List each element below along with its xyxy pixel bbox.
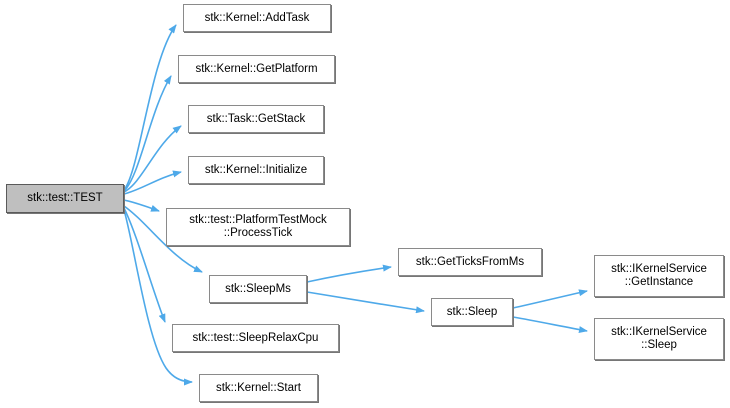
graph-node-process_tick[interactable]: stk::test::PlatformTestMock ::ProcessTic… xyxy=(166,208,350,246)
graph-node-sleep[interactable]: stk::Sleep xyxy=(431,298,513,326)
graph-node-label: stk::test::PlatformTestMock ::ProcessTic… xyxy=(189,214,327,239)
graph-node-initialize[interactable]: stk::Kernel::Initialize xyxy=(188,156,324,184)
graph-node-label: stk::Kernel::GetPlatform xyxy=(195,62,318,75)
graph-node-label: stk::test::TEST xyxy=(27,192,103,204)
call-edge-sleep_ms-to-sleep xyxy=(306,291,425,314)
graph-node-svc_sleep[interactable]: stk::IKernelService ::Sleep xyxy=(594,318,724,360)
graph-node-label: stk::GetTicksFromMs xyxy=(415,255,525,268)
graph-node-label: stk::Kernel::AddTask xyxy=(204,11,310,24)
graph-node-label: stk::Kernel::Start xyxy=(215,381,301,394)
graph-node-sleep_relax_cpu[interactable]: stk::test::SleepRelaxCpu xyxy=(172,324,339,352)
call-edge-root-to-sleep_ms xyxy=(123,205,203,273)
call-edge-root-to-process_tick xyxy=(123,199,160,212)
graph-node-get_platform[interactable]: stk::Kernel::GetPlatform xyxy=(178,55,335,83)
graph-node-label: stk::Task::GetStack xyxy=(206,112,306,125)
call-edge-root-to-start xyxy=(123,209,193,386)
call-edge-root-to-sleep_relax_cpu xyxy=(123,207,166,323)
graph-node-label: stk::test::SleepRelaxCpu xyxy=(192,331,319,344)
graph-node-root[interactable]: stk::test::TEST xyxy=(6,184,124,213)
call-edge-root-to-get_stack xyxy=(123,125,182,193)
graph-node-label: stk::Kernel::Initialize xyxy=(204,163,308,176)
graph-node-start[interactable]: stk::Kernel::Start xyxy=(199,374,318,402)
graph-node-label: stk::IKernelService ::Sleep xyxy=(611,326,707,351)
graph-node-sleep_ms[interactable]: stk::SleepMs xyxy=(209,275,307,303)
call-edge-sleep-to-svc_sleep xyxy=(512,316,588,333)
graph-node-label: stk::Sleep xyxy=(446,305,498,318)
graph-node-label: stk::SleepMs xyxy=(225,282,291,295)
call-edge-root-to-add_task xyxy=(123,24,177,191)
graph-node-add_task[interactable]: stk::Kernel::AddTask xyxy=(183,4,331,32)
graph-node-get_ticks[interactable]: stk::GetTicksFromMs xyxy=(398,248,542,276)
call-edge-sleep-to-get_instance xyxy=(512,289,588,309)
call-edge-sleep_ms-to-get_ticks xyxy=(306,264,392,283)
graph-node-get_stack[interactable]: stk::Task::GetStack xyxy=(188,105,324,133)
graph-node-label: stk::IKernelService ::GetInstance xyxy=(611,263,707,288)
graph-node-get_instance[interactable]: stk::IKernelService ::GetInstance xyxy=(594,255,724,297)
call-edge-root-to-get_platform xyxy=(123,75,172,192)
call-edge-root-to-initialize xyxy=(123,170,182,195)
